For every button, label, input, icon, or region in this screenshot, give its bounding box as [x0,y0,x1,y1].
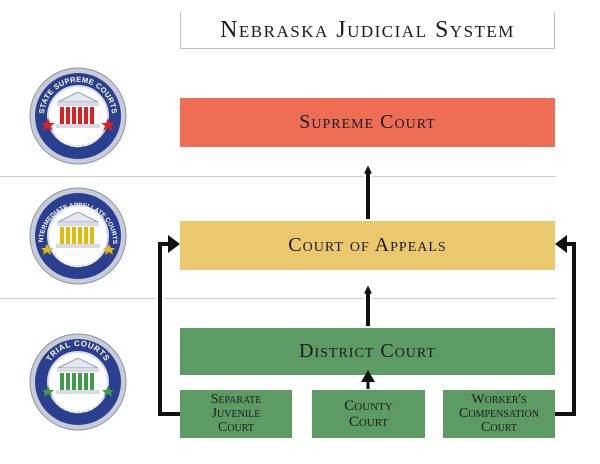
arrow-workers-to-appeals [555,235,578,418]
courthouse-icon [56,211,100,248]
county-court-box: County Court [312,390,425,438]
trial-courts-badge: TRIAL COURTS JUDGEPEDIA [29,333,127,431]
district-court-label: District Court [299,340,436,362]
courthouse-icon [56,91,100,128]
appellate-courts-badge: INTERMEDIATE APPELLATE COURTS JUDGEPEDIA [28,186,127,285]
supreme-courts-badge: STATE SUPREME COURTS JUDGEPEDIA [29,67,127,165]
district-court-box: District Court [180,328,555,375]
arrow-county-to-district [361,370,375,389]
county-court-label: County Court [344,398,393,430]
courthouse-icon [56,357,100,394]
workers-compensation-court-box: Worker's Compensation Court [443,390,555,438]
supreme-court-box: Supreme Court [180,98,555,147]
page-title: Nebraska Judicial System [180,12,555,49]
juvenile-court-box: Separate Juvenile Court [180,390,292,438]
juvenile-court-label: Separate Juvenile Court [210,392,262,435]
workers-compensation-court-label: Worker's Compensation Court [459,392,539,435]
tier-divider-bottom [0,298,556,299]
court-of-appeals-label: Court of Appeals [288,234,447,256]
tier-divider-top [0,176,556,177]
court-of-appeals-box: Court of Appeals [180,221,555,270]
supreme-court-label: Supreme Court [299,111,436,133]
arrow-juvenile-to-appeals [156,235,180,418]
